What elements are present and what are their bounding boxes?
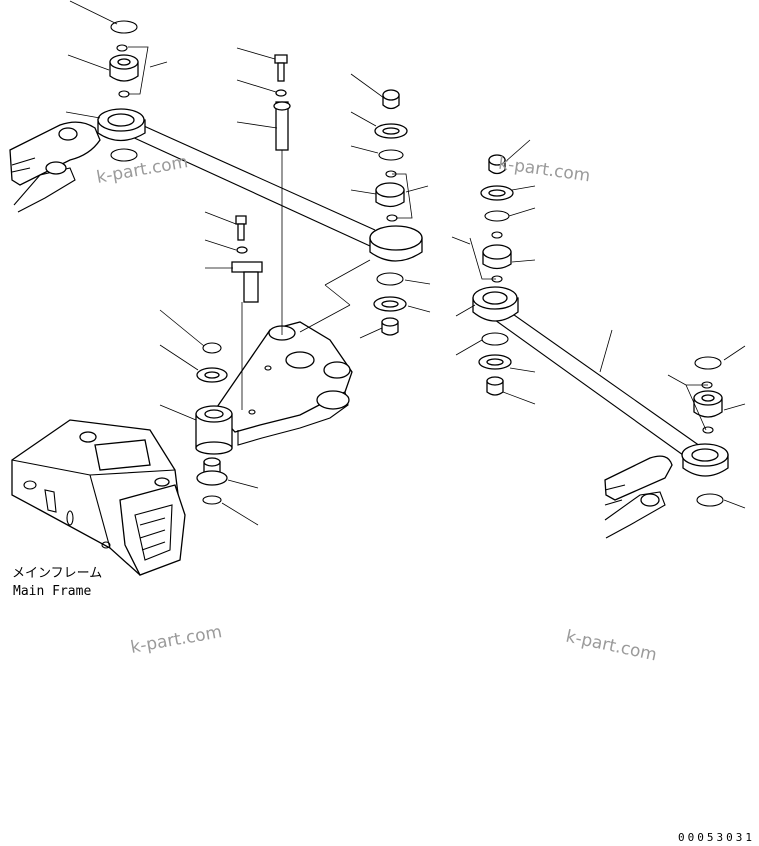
- left-end-parts: [109, 20, 139, 162]
- center-left-parts: [373, 89, 408, 336]
- pivot-boss: [195, 405, 233, 455]
- left-rod-end: [97, 108, 146, 142]
- bell-crank: [214, 321, 353, 446]
- right-tie-rod: [494, 304, 701, 461]
- center-left-eye: [369, 225, 423, 262]
- left-bolt-stack: [231, 215, 263, 410]
- center-right-parts: [478, 154, 514, 396]
- group-brackets: [128, 46, 708, 431]
- right-rod-left-eye: [472, 286, 519, 322]
- left-knuckle-arm: [9, 121, 101, 213]
- part-number: 00053031: [678, 831, 755, 844]
- right-knuckle-arm: [604, 455, 673, 539]
- pivot-parts: [196, 342, 228, 505]
- center-bolt-stack: [273, 54, 291, 335]
- right-end-parts: [693, 356, 724, 507]
- main-frame-label-en: Main Frame: [13, 584, 92, 599]
- left-tie-rod: [129, 121, 376, 247]
- right-rod-end: [681, 443, 729, 477]
- main-frame-label-jp: メインフレーム: [12, 566, 103, 581]
- callout-leaders: [65, 0, 746, 526]
- main-frame: [11, 419, 186, 576]
